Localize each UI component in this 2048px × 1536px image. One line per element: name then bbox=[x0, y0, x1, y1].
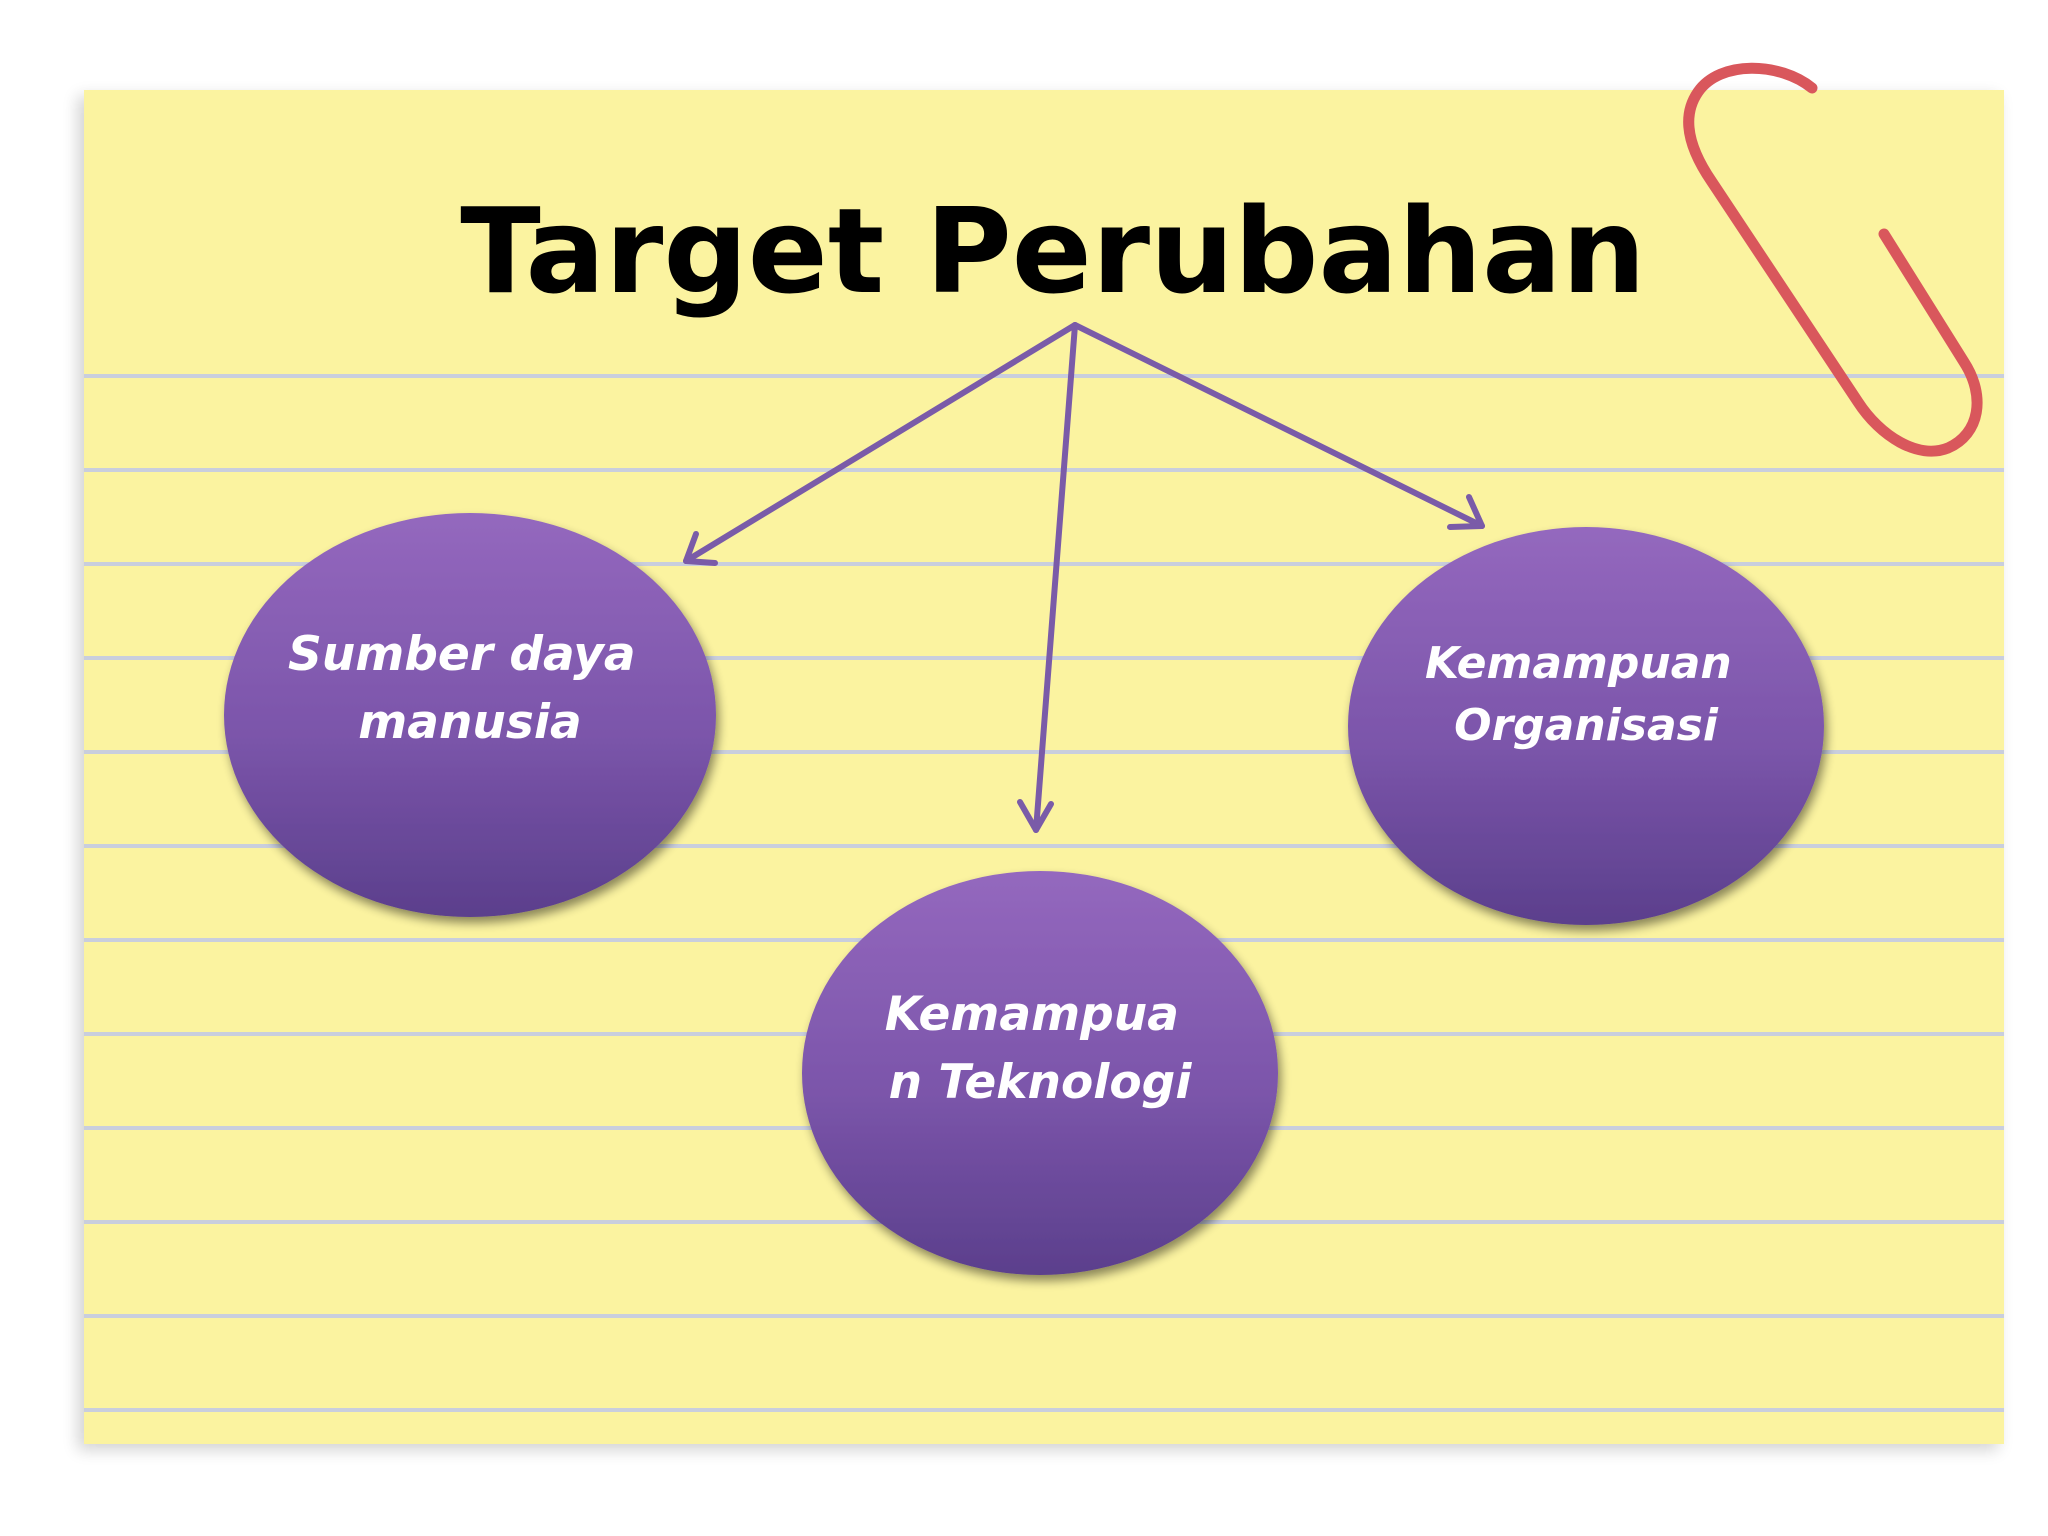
svg-text:Kemampuan Organisasi: Kemampuan Organisasi bbox=[1425, 638, 1747, 751]
arrow-to-organisasi bbox=[1072, 322, 1485, 529]
node-teknologi: Kemampua n Teknologi bbox=[802, 871, 1278, 1275]
node-organisasi-line-2: Organisasi bbox=[1454, 700, 1719, 751]
arrowhead-sdm bbox=[683, 531, 718, 566]
arrowhead-teknologi bbox=[1017, 799, 1054, 833]
node-sdm-line-1: Sumber daya bbox=[288, 627, 636, 682]
paperclip-icon bbox=[1683, 62, 1983, 457]
arrow-to-teknologi bbox=[1033, 322, 1078, 833]
connector-arrows bbox=[683, 322, 1485, 833]
arrowhead-organisasi bbox=[1447, 494, 1485, 530]
node-sdm-line-2: manusia bbox=[358, 695, 581, 750]
svg-text:Kemampua n Teknologi: Kemampua n Teknologi bbox=[885, 987, 1196, 1110]
node-teknologi-line-2: n Teknologi bbox=[889, 1055, 1193, 1110]
arrow-to-sdm bbox=[683, 322, 1078, 564]
node-teknologi-line-1: Kemampua bbox=[885, 987, 1179, 1042]
node-sdm: Sumber daya manusia bbox=[224, 513, 716, 917]
diagram-title: Target Perubahan bbox=[460, 182, 1646, 320]
node-organisasi-line-1: Kemampuan bbox=[1425, 638, 1732, 689]
svg-text:Sumber daya manusia: Sumber daya manusia bbox=[288, 627, 652, 750]
node-organisasi: Kemampuan Organisasi bbox=[1348, 527, 1824, 925]
